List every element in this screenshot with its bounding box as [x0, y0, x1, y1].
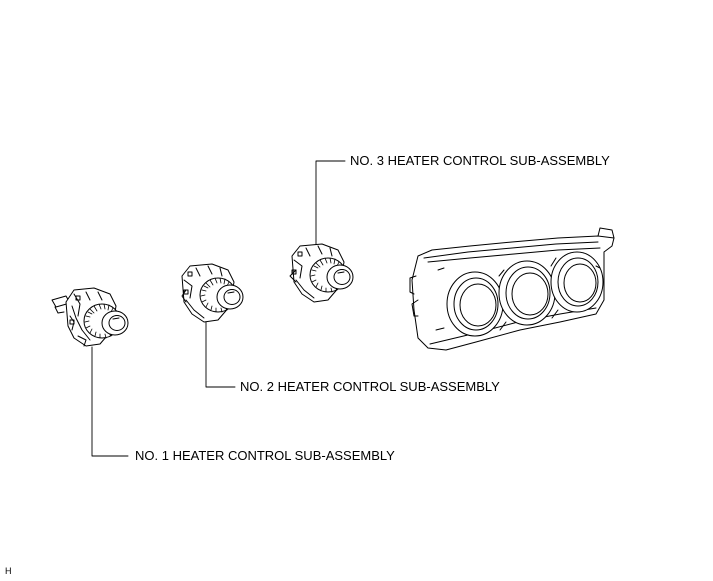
callout-label-no3: NO. 3 HEATER CONTROL SUB-ASSEMBLY: [350, 153, 610, 168]
figure-code: H: [5, 566, 12, 576]
callout-label-no2: NO. 2 HEATER CONTROL SUB-ASSEMBLY: [240, 379, 500, 394]
leader-line-no3: [315, 160, 346, 251]
heater-control-knob-no1: [51, 287, 129, 347]
leader-lines: [91, 160, 346, 457]
leader-line-no2: [205, 321, 236, 388]
leader-line-no1: [91, 346, 129, 457]
heater-control-bezel-panel: [409, 227, 615, 351]
heater-control-knob-no3: [289, 243, 354, 303]
callout-label-no1: NO. 1 HEATER CONTROL SUB-ASSEMBLY: [135, 448, 395, 463]
heater-control-knob-no2: [181, 263, 244, 323]
